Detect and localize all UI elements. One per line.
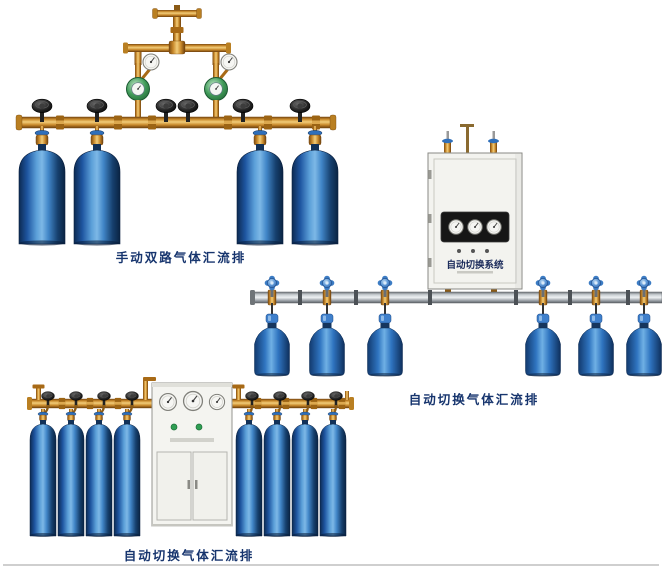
cabinet-door: [192, 451, 228, 521]
indicator-light: [195, 423, 203, 431]
gas-cylinder: [291, 408, 319, 538]
gas-cylinder: [254, 313, 290, 378]
pressure-gauge: [182, 390, 204, 412]
cabinet-door: [156, 451, 192, 521]
gas-cylinder: [85, 408, 113, 538]
control-cabinet: [151, 382, 233, 527]
pressure-regulator-right: [204, 53, 238, 119]
cylinder-valve-station: [264, 275, 280, 315]
cabinet-top-valve: [488, 131, 499, 153]
gas-cylinder: [525, 313, 561, 378]
pressure-regulator-left: [126, 53, 160, 119]
gas-cylinder: [113, 408, 141, 538]
caption-auto-switch-right: 自动切换气体汇流排: [408, 392, 540, 407]
pressure-gauge: [208, 393, 226, 411]
cylinder-valve-station: [636, 275, 652, 315]
control-cabinet: 自动切换系统: [427, 124, 523, 290]
gas-cylinder: [18, 125, 66, 247]
cylinder-valve-station: [588, 275, 604, 315]
gas-cylinder: [236, 125, 284, 247]
indicator-dot: [485, 249, 489, 253]
inlet-pipe-assembly: [123, 5, 231, 65]
indicator-dot: [457, 249, 461, 253]
caption-auto-switch-bottom: 自动切换气体汇流排: [123, 548, 255, 563]
cabinet-top-valve: [442, 131, 453, 153]
gas-cylinder: [263, 408, 291, 538]
pressure-gauge: [159, 393, 177, 411]
indicator-light: [170, 423, 178, 431]
caption-manual-dual-manifold: 手动双路气体汇流排: [115, 250, 247, 265]
cabinet-label: 自动切换系统: [446, 259, 504, 271]
cylinder-valve-station: [319, 275, 335, 315]
pressure-gauge: [448, 219, 464, 235]
bottom-divider: [3, 564, 659, 566]
indicator-dot: [471, 249, 475, 253]
pressure-gauge: [142, 53, 160, 71]
gas-cylinder: [578, 313, 614, 378]
cylinder-valve-station: [377, 275, 393, 315]
gas-cylinder: [29, 408, 57, 538]
gas-cylinder: [291, 125, 339, 247]
gas-cylinder: [626, 313, 662, 378]
product-image-auto-switch-floor: [27, 377, 354, 538]
gas-cylinder: [319, 408, 347, 538]
manifold-pipe: [15, 114, 337, 131]
pressure-gauge: [220, 53, 238, 71]
product-image-auto-switch-wide: 自动切换系统: [250, 124, 662, 378]
product-image-manual-dual-manifold: [15, 5, 339, 247]
gauge-panel: [440, 211, 510, 243]
gas-cylinder: [235, 408, 263, 538]
pressure-gauge: [486, 219, 502, 235]
gas-cylinder: [367, 313, 403, 378]
gas-cylinder: [309, 313, 345, 378]
gas-cylinder: [73, 125, 121, 247]
pressure-gauge: [467, 219, 483, 235]
manifold-pipe-horizontal: [250, 290, 662, 305]
manifold-pipe-left: [27, 377, 156, 410]
gas-cylinder: [57, 408, 85, 538]
cylinder-valve-station: [535, 275, 551, 315]
